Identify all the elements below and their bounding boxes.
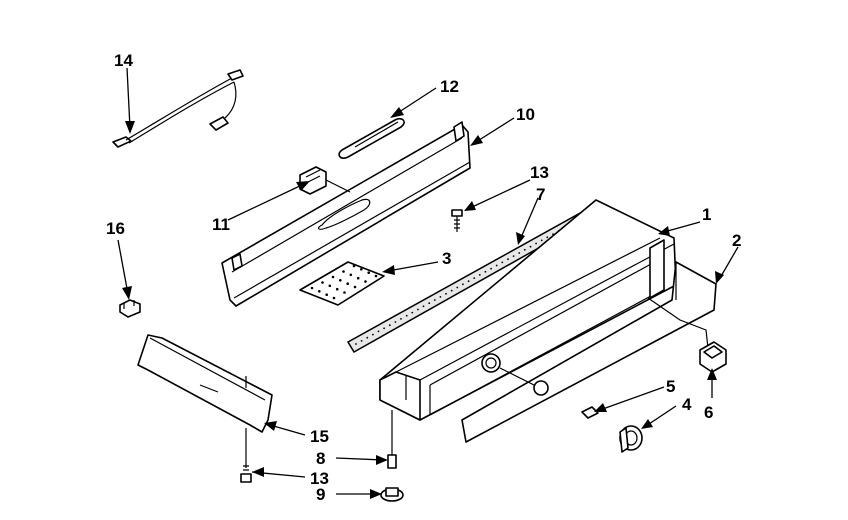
callout-10: 10: [516, 105, 535, 124]
plate-hole: [374, 274, 378, 278]
screw-lower-part: [240, 428, 252, 483]
plate-hole: [328, 284, 332, 288]
strip-hole: [445, 292, 447, 295]
reflector-plate-part: [299, 261, 385, 306]
bracket-rail-part: [221, 121, 471, 307]
callout-13-upper: 13: [530, 163, 549, 182]
callout-16: 16: [106, 219, 125, 238]
plate-hole: [321, 281, 324, 284]
callout-11: 11: [212, 215, 230, 234]
strip-hole: [490, 267, 492, 270]
strip-hole: [467, 280, 470, 283]
plate-hole: [343, 291, 346, 294]
strip-hole: [462, 283, 464, 286]
strip-hole: [540, 239, 543, 242]
plate-hole: [325, 293, 329, 297]
knob-part: [619, 425, 643, 453]
knob-clip-part: [533, 380, 599, 419]
strip-hole: [535, 242, 537, 245]
rail-slot: [317, 198, 371, 230]
strip-hole: [501, 261, 504, 264]
strip-hole: [366, 336, 369, 339]
housing-knob-hole: [481, 353, 541, 389]
strip-hole: [400, 318, 402, 320]
plate-hole: [346, 282, 350, 286]
callout-3: 3: [442, 249, 451, 268]
strip-hole: [478, 274, 481, 276]
strip-hole: [439, 296, 442, 298]
plate-hole: [352, 264, 356, 268]
plate-hole: [356, 276, 360, 280]
strip-hole: [428, 302, 431, 305]
switch-part: [299, 166, 351, 195]
strip-hole: [411, 311, 414, 314]
strip-hole: [529, 245, 532, 248]
plate-hole: [367, 271, 371, 275]
strip-hole: [422, 305, 425, 308]
strip-hole: [512, 255, 515, 257]
strip-hole: [456, 286, 459, 289]
callout-6: 6: [704, 403, 713, 422]
callout-5: 5: [666, 377, 675, 396]
strip-hole: [507, 258, 509, 261]
connector-clip-part: [119, 299, 141, 318]
leader-arrowheads: [122, 107, 724, 499]
wire-harness-part: [112, 69, 244, 148]
plate-hole: [335, 287, 339, 291]
strip-hole: [433, 299, 436, 301]
foot-part: [380, 487, 404, 502]
plate-hole: [349, 273, 353, 277]
callout-2: 2: [732, 231, 741, 250]
strip-perforations: [355, 208, 599, 345]
strip-hole: [405, 314, 408, 317]
plate-hole: [310, 286, 314, 290]
strip-hole: [388, 324, 391, 327]
callout-7: 7: [536, 185, 545, 204]
callout-9: 9: [316, 485, 325, 504]
main-housing-part: [379, 199, 677, 421]
callout-15: 15: [310, 427, 329, 446]
screw-upper-part: [451, 209, 463, 232]
strip-hole: [355, 343, 357, 345]
strip-hole: [417, 308, 419, 311]
plate-holes: [310, 264, 378, 300]
strip-hole: [394, 321, 397, 323]
strip-hole: [360, 340, 363, 342]
strip-hole: [484, 270, 487, 273]
plate-hole: [353, 285, 357, 289]
strip-hole: [523, 248, 526, 251]
plate-hole: [360, 268, 363, 271]
strip-hole: [383, 327, 385, 330]
callout-4: 4: [682, 395, 692, 414]
strip-hole: [495, 264, 498, 267]
callout-1: 1: [702, 205, 711, 224]
strip-hole: [450, 289, 453, 292]
plate-hole: [339, 279, 342, 282]
callout-13-lower: 13: [310, 469, 329, 488]
callout-12: 12: [440, 77, 459, 96]
lamp-tube-part: [338, 117, 405, 159]
callout-labels: 14 16 12 10 11 13 7 3 1 2 5 4 6 15 13 8 …: [106, 51, 741, 504]
plate-hole: [331, 275, 335, 279]
strip-hole: [473, 277, 476, 279]
plate-hole: [364, 280, 367, 283]
callout-8: 8: [316, 449, 325, 468]
plate-hole: [332, 296, 336, 300]
plate-hole: [342, 270, 345, 273]
screw-8-part: [387, 410, 397, 469]
strip-hole: [518, 252, 521, 254]
plate-hole: [318, 290, 321, 293]
callout-14: 14: [114, 51, 133, 70]
rocker-switch-part: [699, 341, 727, 373]
end-cap-part: [137, 334, 273, 433]
strip-hole: [546, 236, 549, 239]
strip-hole: [372, 333, 374, 336]
strip-hole: [377, 330, 380, 333]
